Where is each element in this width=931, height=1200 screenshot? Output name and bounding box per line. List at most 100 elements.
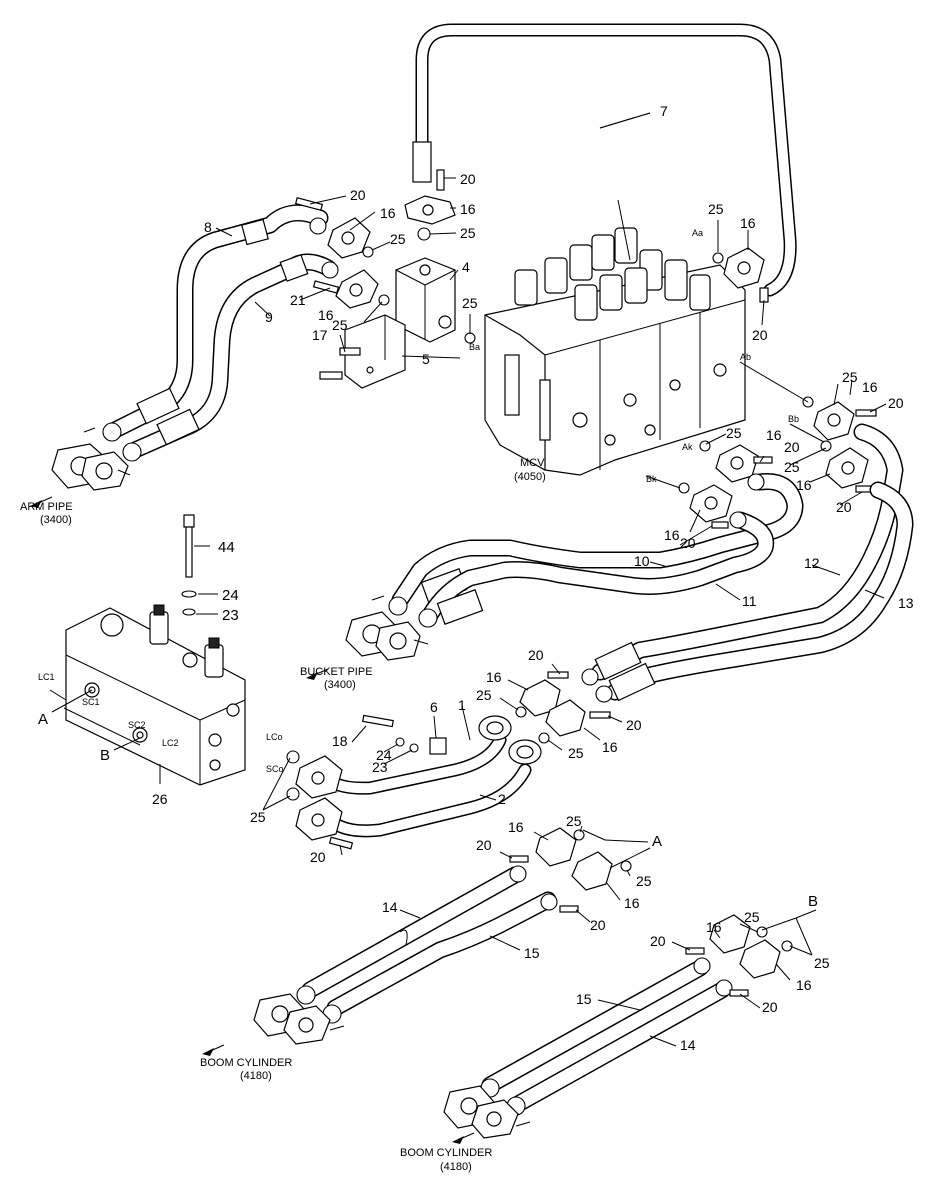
label-20-i: 20 [528, 647, 544, 663]
hose-9[interactable] [126, 253, 337, 459]
fitting-11-bucket-end [418, 608, 438, 628]
flange-16-top [404, 169, 456, 225]
fitting-14-boom-end [296, 985, 316, 1005]
label-20-f: 20 [836, 499, 852, 515]
valve-block-26[interactable] [65, 607, 246, 786]
hose-11[interactable] [421, 511, 775, 625]
split-flanges-16-a [509, 827, 613, 913]
port-ab: Ab [740, 352, 751, 362]
hose-13[interactable] [606, 481, 914, 702]
label-10: 10 [634, 553, 650, 569]
fitting-13-end [595, 685, 613, 703]
bucket-pipe-label: BUCKET PIPE [300, 666, 373, 678]
oring-25-bk [678, 482, 690, 494]
port-sc2: SC2 [128, 720, 146, 730]
label-8: 8 [204, 219, 212, 235]
port-aa: Aa [692, 228, 703, 238]
label-16-b: 16 [460, 201, 476, 217]
flange-16-bb [825, 447, 877, 493]
label-6: 6 [430, 699, 438, 715]
bracket-5[interactable] [344, 314, 406, 389]
label-44: 44 [218, 539, 235, 556]
label-25-i: 25 [250, 809, 266, 825]
flange-16-left-a [294, 197, 371, 259]
label-17: 17 [312, 327, 328, 343]
label-4: 4 [462, 259, 470, 275]
label-9: 9 [265, 309, 273, 325]
oring-25-a2 [620, 860, 632, 872]
label-25-m: 25 [636, 873, 652, 889]
label-20-h: 20 [310, 849, 326, 865]
label-16-c: 16 [318, 307, 334, 323]
port-lc1: LC1 [38, 672, 55, 682]
boom-cylinder-2-ref: (4180) [440, 1161, 472, 1173]
hose-15-right[interactable] [481, 959, 709, 1094]
label-24-b: 24 [376, 747, 392, 763]
label-16-g: 16 [796, 477, 812, 493]
port-bk: Bk [646, 474, 657, 484]
label-20-n: 20 [762, 999, 778, 1015]
boom-cylinder-flanges-right [443, 1085, 531, 1139]
label-25-g: 25 [726, 425, 742, 441]
washer-24 [181, 590, 197, 598]
bolt-18 [362, 714, 394, 728]
split-flanges-16-b [685, 914, 781, 997]
flange-16-bk [689, 484, 733, 529]
label-25-d: 25 [462, 295, 478, 311]
part-number-labels: 7 20 16 20 16 25 25 4 8 9 21 16 25 25 17… [38, 103, 914, 1053]
label-18: 18 [332, 733, 348, 749]
oring-25-center-b [538, 732, 550, 744]
boom-cylinder-2-label: BOOM CYLINDER [400, 1147, 492, 1159]
clamp-6 [429, 737, 447, 755]
boom-cylinder-1-label: BOOM CYLINDER [200, 1057, 292, 1069]
pipe-7[interactable] [412, 23, 797, 297]
label-24-a: 24 [222, 587, 239, 604]
hose-12[interactable] [591, 423, 904, 681]
label-15-left: 15 [524, 945, 540, 961]
label-16-i: 16 [486, 669, 502, 685]
label-16-n: 16 [796, 977, 812, 993]
label-13: 13 [898, 595, 914, 611]
hose-15-left[interactable] [326, 891, 557, 1017]
arm-pipe-arrow-shaft [35, 496, 53, 505]
label-16-m: 16 [706, 919, 722, 935]
oring-25-lco [286, 750, 300, 764]
flange-16-aa [723, 247, 769, 303]
flange-16-ab [813, 401, 877, 441]
label-25-l: 25 [566, 813, 582, 829]
label-20-m: 20 [650, 933, 666, 949]
label-20-l: 20 [590, 917, 606, 933]
hose-14-right[interactable] [509, 981, 731, 1113]
label-25-b: 25 [390, 231, 406, 247]
leader-lines [49, 112, 887, 1047]
label-20-b: 20 [460, 171, 476, 187]
fitting-15-left-end [540, 893, 558, 911]
oring-25-center-a [515, 706, 527, 718]
bucket-pipe-arrow-shaft [311, 668, 329, 677]
arm-pipe-flanges [51, 427, 131, 491]
label-25-n: 25 [744, 909, 760, 925]
mcv-main-control-valve[interactable] [484, 227, 746, 476]
hose-14-left[interactable] [301, 866, 524, 999]
pipe-end-fittings [478, 715, 542, 765]
hose-8[interactable] [106, 204, 329, 439]
label-16-d: 16 [740, 215, 756, 231]
mcv-label: MCV [520, 457, 545, 469]
fitting-10-end [747, 473, 765, 491]
block-4[interactable] [395, 257, 456, 343]
label-25-h: 25 [784, 459, 800, 475]
ref-a-left: A [38, 711, 48, 728]
oring-25-b2 [781, 940, 793, 952]
label-20-d: 20 [888, 395, 904, 411]
fitting-9-arm-end [122, 442, 142, 462]
label-2: 2 [498, 791, 506, 807]
label-25-j: 25 [476, 687, 492, 703]
oring-25-bb [820, 440, 832, 452]
label-21: 21 [290, 292, 306, 308]
label-25-e: 25 [708, 201, 724, 217]
label-14-right: 14 [680, 1037, 696, 1053]
oring-25-sco [286, 787, 300, 801]
label-16-h: 16 [664, 527, 680, 543]
oring-25-top [417, 227, 431, 241]
